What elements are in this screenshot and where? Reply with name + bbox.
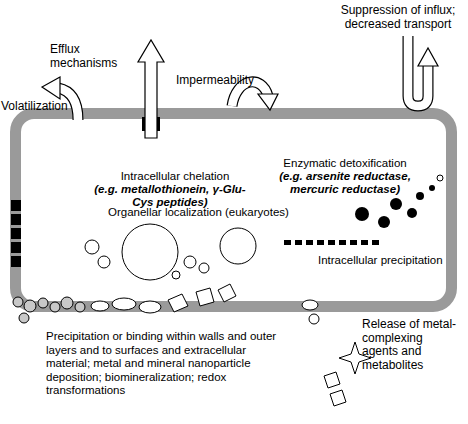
mechanism-label: Impermeability xyxy=(176,74,266,88)
mechanism-label: Efflux mechanisms xyxy=(50,43,150,70)
mechanism-label: Precipitation or binding within walls an… xyxy=(46,330,292,398)
mechanism-title: Intracellular precipitation xyxy=(318,254,448,267)
particle xyxy=(19,313,29,323)
mechanism-title: Enzymatic detoxification xyxy=(265,157,425,170)
mechanism-label: Suppression of influx; decreased transpo… xyxy=(330,4,466,31)
mechanism-label: Volatilization xyxy=(1,100,77,114)
crystal xyxy=(324,372,340,388)
mechanism-example: (e.g. arsenite reductase, mercuric reduc… xyxy=(262,170,428,196)
crystal xyxy=(330,390,346,406)
influx-arrow-core xyxy=(408,36,428,106)
mechanism-label: Release of metal-complexing agents and m… xyxy=(362,318,462,372)
influx-head xyxy=(418,48,438,66)
mechanism-example: (e.g. metallothionein, γ-Glu-Cys peptide… xyxy=(92,183,248,209)
particle xyxy=(309,314,319,324)
volatilization-head xyxy=(42,77,60,99)
influx-arrow xyxy=(408,36,428,106)
cell-body: Intracellular chelation(e.g. metallothio… xyxy=(10,108,457,312)
mechanism-title: Intracellular chelation xyxy=(100,170,250,183)
mechanism-title: Organellar localization (eukaryotes) xyxy=(108,206,308,219)
